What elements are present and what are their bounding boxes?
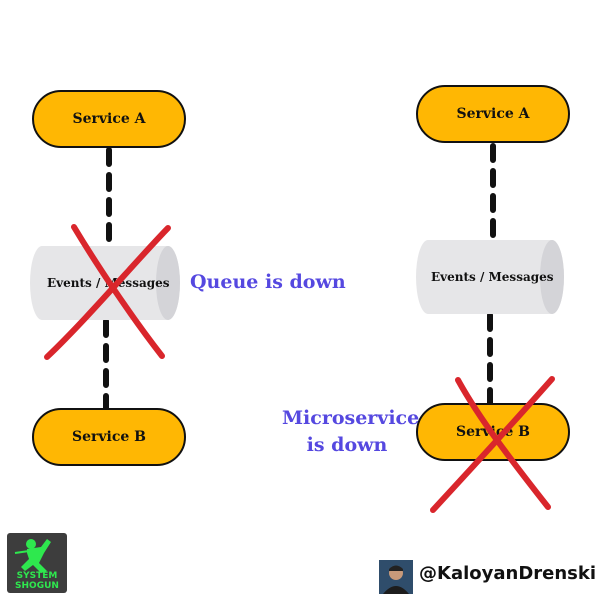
left-service-b-node: Service B	[32, 408, 186, 466]
author-handle: @KaloyanDrenski	[419, 563, 597, 584]
system-shogun-logo: SYSTEM SHOGUN	[7, 533, 67, 593]
left-queue-cylinder	[30, 246, 180, 320]
right-service-a-node: Service A	[416, 85, 570, 143]
left-failure-cross-icon	[44, 224, 171, 360]
person-icon	[379, 560, 413, 594]
left-service-a-node: Service A	[32, 90, 186, 148]
microservice-down-line1: Microservice	[282, 407, 420, 429]
microservice-down-line2: is down	[306, 434, 388, 456]
logo-text-line2: SHOGUN	[15, 581, 59, 591]
left-service-a-label: Service A	[72, 111, 146, 127]
queue-down-status: Queue is down	[190, 271, 346, 293]
logo-text: SYSTEM SHOGUN	[7, 571, 67, 591]
microservice-down-status: Microservice is down	[282, 405, 420, 459]
right-queue-label: Events / Messages	[431, 270, 554, 284]
ninja-icon	[14, 539, 51, 573]
right-queue-cylinder	[416, 240, 564, 314]
logo-text-line1: SYSTEM	[16, 571, 58, 581]
right-service-a-label: Service A	[456, 106, 530, 122]
author-avatar	[379, 560, 413, 594]
left-service-b-label: Service B	[72, 429, 146, 445]
right-failure-cross-icon	[430, 376, 555, 513]
